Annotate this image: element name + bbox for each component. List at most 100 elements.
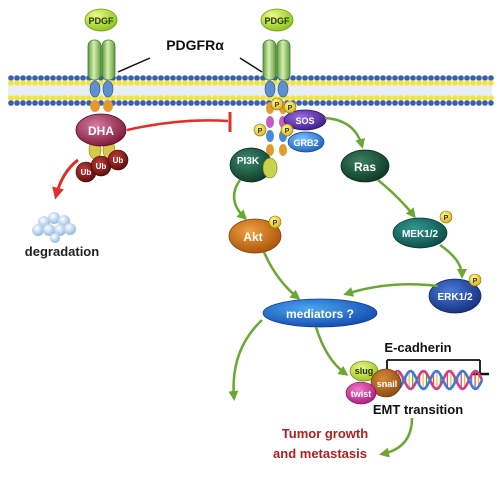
svg-text:P: P	[258, 128, 263, 135]
lipid-head	[128, 95, 134, 101]
lipid-head	[80, 95, 86, 101]
lipid-head	[416, 75, 422, 81]
lipid-head	[80, 100, 86, 106]
lipid-head	[296, 95, 302, 101]
lipid-head	[452, 95, 458, 101]
lipid-head	[206, 95, 212, 101]
lipid-head	[14, 75, 20, 81]
dha-inhibition-line	[126, 119, 229, 132]
lipid-head	[242, 100, 248, 106]
signal-arrows	[228, 116, 467, 458]
lipid-head	[446, 75, 452, 81]
arrow-mek-erk	[439, 243, 467, 279]
receptor-pointer-right	[239, 57, 263, 73]
lipid-head	[320, 95, 326, 101]
lipid-head	[350, 80, 356, 86]
tumor-label-line2: and metastasis	[273, 446, 367, 461]
lipid-head	[248, 75, 254, 81]
akt-node: Akt	[228, 218, 282, 254]
lipid-head	[176, 100, 182, 106]
lipid-head	[140, 80, 146, 86]
lipid-head	[116, 80, 122, 86]
lipid-head	[26, 95, 32, 101]
lipid-head	[200, 100, 206, 106]
cell-membrane	[8, 75, 494, 106]
lipid-head	[248, 100, 254, 106]
lipid-head	[152, 100, 158, 106]
lipid-head	[212, 75, 218, 81]
lipid-head	[158, 95, 164, 101]
lipid-head	[134, 80, 140, 86]
lipid-head	[314, 95, 320, 101]
svg-text:P: P	[288, 105, 293, 112]
lipid-head	[74, 80, 80, 86]
phospho-badge: P	[468, 273, 482, 287]
lipid-head	[320, 80, 326, 86]
lipid-head	[116, 100, 122, 106]
erk-label: ERK1/2	[437, 292, 472, 303]
ubiquitin-chain: Ub Ub Ub	[75, 149, 129, 183]
lipid-head	[380, 100, 386, 106]
lipid-head	[458, 75, 464, 81]
lipid-head	[470, 95, 476, 101]
grb2-label: GRB2	[293, 138, 318, 148]
lipid-head	[458, 95, 464, 101]
lipid-head	[260, 80, 266, 86]
lipid-head	[452, 75, 458, 81]
receptor-label: PDGFRα	[166, 37, 224, 53]
svg-text:P: P	[275, 102, 280, 109]
mek-label: MEK1/2	[402, 229, 439, 240]
twist-label: twist	[351, 389, 372, 399]
lipid-head	[260, 95, 266, 101]
lipid-head	[476, 95, 482, 101]
pdgf-ligand-left: PDGF	[84, 8, 118, 32]
lipid-head	[98, 95, 104, 101]
lipid-head	[248, 95, 254, 101]
lipid-head	[458, 80, 464, 86]
lipid-head	[338, 95, 344, 101]
ub-label-3: Ub	[113, 156, 124, 165]
lipid-head	[320, 100, 326, 106]
lipid-head	[398, 100, 404, 106]
lipid-head	[476, 75, 482, 81]
receptor-right	[262, 39, 291, 156]
lipid-head	[362, 80, 368, 86]
lipid-head	[428, 80, 434, 86]
lipid-head	[350, 100, 356, 106]
lipid-head	[218, 75, 224, 81]
lipid-head	[344, 95, 350, 101]
lipid-head	[368, 95, 374, 101]
receptor-left	[87, 39, 116, 160]
lipid-head	[254, 75, 260, 81]
lipid-head	[212, 80, 218, 86]
lipid-head	[362, 100, 368, 106]
lipid-head	[422, 80, 428, 86]
lipid-head	[20, 100, 26, 106]
lipid-head	[470, 100, 476, 106]
lipid-head	[14, 95, 20, 101]
lipid-head	[62, 80, 68, 86]
arrow-sos-ras	[324, 116, 366, 149]
lipid-head	[410, 95, 416, 101]
lipid-head	[62, 95, 68, 101]
lipid-head	[8, 80, 14, 86]
e-cadherin-label: E-cadherin	[384, 340, 451, 355]
lipid-head	[440, 75, 446, 81]
lipid-head	[482, 95, 488, 101]
lipid-head	[386, 75, 392, 81]
lipid-head	[332, 75, 338, 81]
lipid-head	[254, 95, 260, 101]
svg-text:P: P	[273, 220, 278, 227]
lipid-head	[128, 100, 134, 106]
lipid-head	[386, 95, 392, 101]
lipid-head	[158, 75, 164, 81]
lipid-head	[68, 95, 74, 101]
lipid-head	[302, 80, 308, 86]
sos-label: SOS	[295, 116, 314, 126]
lipid-head	[344, 100, 350, 106]
phospho-badges: P P P P P P P	[253, 97, 482, 287]
lipid-head	[116, 95, 122, 101]
lipid-head	[44, 100, 50, 106]
lipid-head	[188, 95, 194, 101]
